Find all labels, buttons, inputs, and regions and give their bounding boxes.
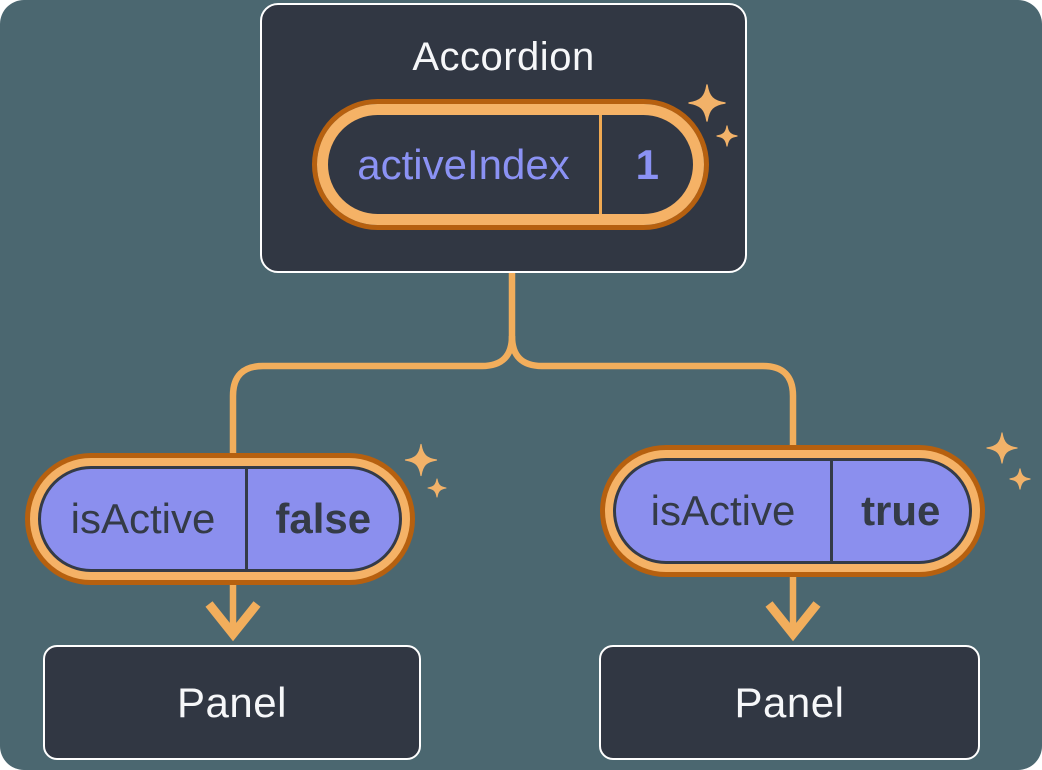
right-prop-pill-value-cell: true — [833, 461, 970, 561]
left-prop-pill: isActive false — [38, 466, 402, 572]
sparkle-large — [986, 432, 1018, 464]
arrow-down-icon — [205, 601, 261, 642]
state-pill-divider — [599, 115, 602, 214]
state-pill-value: 1 — [635, 140, 659, 188]
connector-left-branch — [229, 272, 516, 629]
accordion-title: Accordion — [412, 35, 595, 79]
left-prop-pill-value-cell: false — [248, 469, 400, 569]
left-prop-pill-value: false — [275, 495, 372, 542]
state-pill-name: activeIndex — [357, 140, 570, 188]
arrow-down-icon — [765, 601, 821, 642]
sparkle-icon — [986, 432, 1031, 490]
right-panel: Panel — [599, 645, 980, 760]
state-pill-value-cell: 1 — [602, 115, 694, 214]
accordion-card: Accordion activeIndex 1 — [260, 3, 747, 273]
right-prop-pill-value: true — [861, 487, 941, 534]
left-panel: Panel — [43, 645, 421, 760]
sparkle-small — [1009, 468, 1031, 490]
state-pill-name-cell: activeIndex — [328, 115, 599, 214]
left-panel-label: Panel — [177, 678, 287, 726]
right-panel-label: Panel — [734, 678, 845, 726]
left-prop-pill-name-cell: isActive — [41, 469, 245, 569]
right-prop-pill-name: isActive — [650, 487, 796, 534]
left-prop-pill-name: isActive — [70, 495, 216, 542]
sparkle-small — [427, 478, 447, 498]
right-prop-pill: isActive true — [613, 458, 972, 564]
sparkle-large — [404, 443, 438, 477]
right-prop-pill-name-cell: isActive — [616, 461, 830, 561]
right-prop-pill-divider — [830, 461, 833, 561]
sparkle-icon — [404, 443, 447, 498]
state-pill: activeIndex 1 — [317, 104, 704, 225]
